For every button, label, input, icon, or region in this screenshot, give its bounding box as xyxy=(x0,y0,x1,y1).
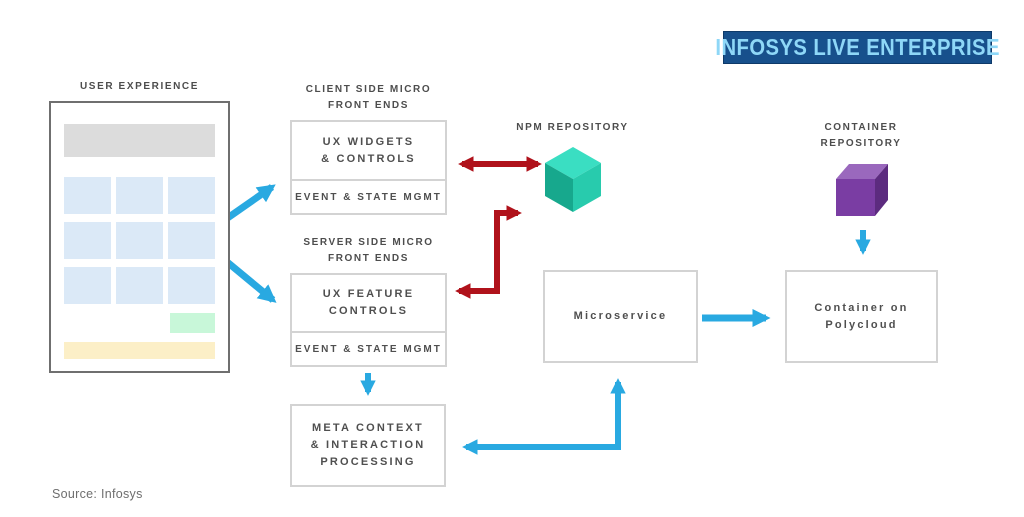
container-repository-label: CONTAINER REPOSITORY xyxy=(820,122,902,149)
mockup-button-bar xyxy=(170,313,215,333)
container-cube-icon xyxy=(836,164,888,216)
meta-context-label: META CONTEXT & INTERACTION PROCESSING xyxy=(310,422,426,468)
client-front-ends-label: CLIENT SIDE MICRO FRONT ENDS xyxy=(305,84,432,111)
user-experience-label: USER EXPERIENCE xyxy=(79,81,200,92)
ux-widgets-controls-title: UX WIDGETS & CONTROLS xyxy=(321,135,416,165)
server-front-ends-label: SERVER SIDE MICRO FRONT ENDS xyxy=(303,237,434,264)
npm-repository-label: NPM REPOSITORY xyxy=(516,122,629,133)
user-experience-mockup xyxy=(49,101,230,373)
mockup-grid-cell xyxy=(168,222,215,259)
server-event-state-mgmt: EVENT & STATE MGMT xyxy=(292,331,445,365)
arrow-meta-microservice-bidirectional xyxy=(462,378,626,455)
arrow-npm-server-bidirectional xyxy=(455,205,522,299)
mockup-grid-cell xyxy=(116,222,163,259)
mockup-header-bar xyxy=(64,124,215,157)
mockup-grid-cell xyxy=(116,177,163,214)
mockup-grid xyxy=(64,177,215,304)
mockup-grid-cell xyxy=(64,177,111,214)
client-event-state-mgmt: EVENT & STATE MGMT xyxy=(292,179,445,213)
mockup-grid-cell xyxy=(64,222,111,259)
npm-cube-icon xyxy=(545,147,601,212)
container-on-polycloud-box: Container on Polycloud xyxy=(785,270,938,363)
mockup-grid-cell xyxy=(64,267,111,304)
mockup-grid-cell xyxy=(116,267,163,304)
microservice-box: Microservice xyxy=(543,270,698,363)
ux-feature-controls-title: UX FEATURE CONTROLS xyxy=(322,288,415,317)
microservice-label: Microservice xyxy=(573,310,668,322)
container-on-polycloud-label: Container on Polycloud xyxy=(814,301,909,331)
mockup-grid-cell xyxy=(168,267,215,304)
banner: INFOSYS LIVE ENTERPRISE xyxy=(715,31,999,64)
ux-widgets-controls-box: UX WIDGETS & CONTROLS EVENT & STATE MGMT xyxy=(290,120,447,215)
mockup-grid-cell xyxy=(168,177,215,214)
meta-context-box: META CONTEXT & INTERACTION PROCESSING xyxy=(290,404,446,487)
source-credit: Source: Infosys xyxy=(52,487,143,501)
mockup-footer-bar xyxy=(64,342,215,359)
ux-feature-controls-box: UX FEATURE CONTROLS EVENT & STATE MGMT xyxy=(290,273,447,367)
banner-title: INFOSYS LIVE ENTERPRISE xyxy=(715,34,1000,60)
